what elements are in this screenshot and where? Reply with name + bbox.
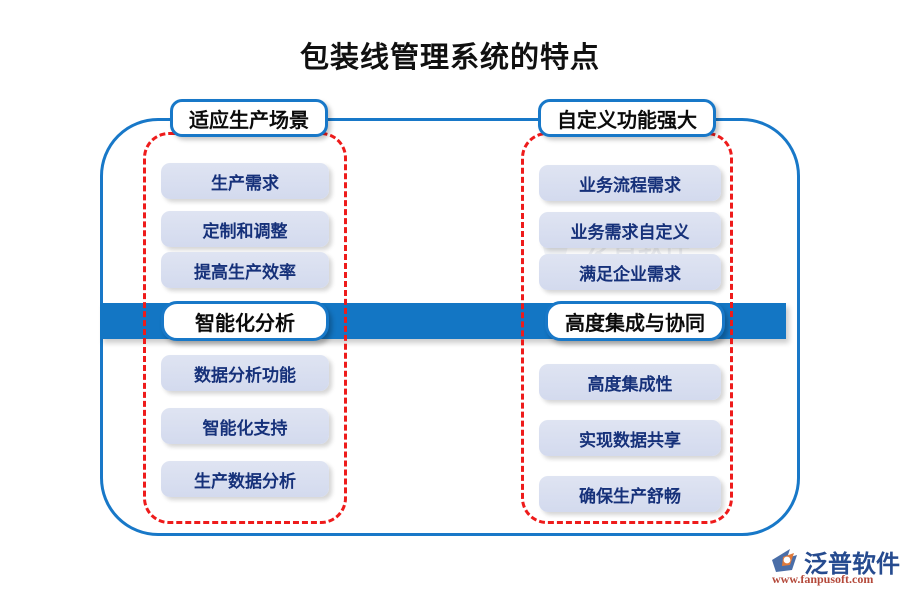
item-left-2[interactable]: 定制和调整 <box>161 211 329 247</box>
item-right-3[interactable]: 满足企业需求 <box>539 254 721 290</box>
item-right-1[interactable]: 业务流程需求 <box>539 165 721 201</box>
page-title: 包装线管理系统的特点 <box>299 42 600 74</box>
brand-name: 泛普软件 <box>804 551 900 578</box>
fanpu-logo-icon <box>772 549 797 572</box>
item-left-1[interactable]: 生产需求 <box>161 163 329 199</box>
band-label-right[interactable]: 高度集成与协同 <box>545 301 725 341</box>
brand-url: www.fanpusoft.com <box>772 572 874 586</box>
item-right-6[interactable]: 确保生产舒畅 <box>539 476 721 512</box>
item-left-4[interactable]: 数据分析功能 <box>161 355 329 391</box>
item-left-6[interactable]: 生产数据分析 <box>161 461 329 497</box>
item-right-2[interactable]: 业务需求自定义 <box>539 212 721 248</box>
band-label-left[interactable]: 智能化分析 <box>161 301 329 341</box>
item-left-3[interactable]: 提高生产效率 <box>161 252 329 288</box>
item-right-5[interactable]: 实现数据共享 <box>539 420 721 456</box>
header-right[interactable]: 自定义功能强大 <box>538 99 716 137</box>
item-right-4[interactable]: 高度集成性 <box>539 364 721 400</box>
header-left[interactable]: 适应生产场景 <box>170 99 328 137</box>
item-left-5[interactable]: 智能化支持 <box>161 408 329 444</box>
brand-logo: 泛普软件 www.fanpusoft.com <box>770 544 900 590</box>
